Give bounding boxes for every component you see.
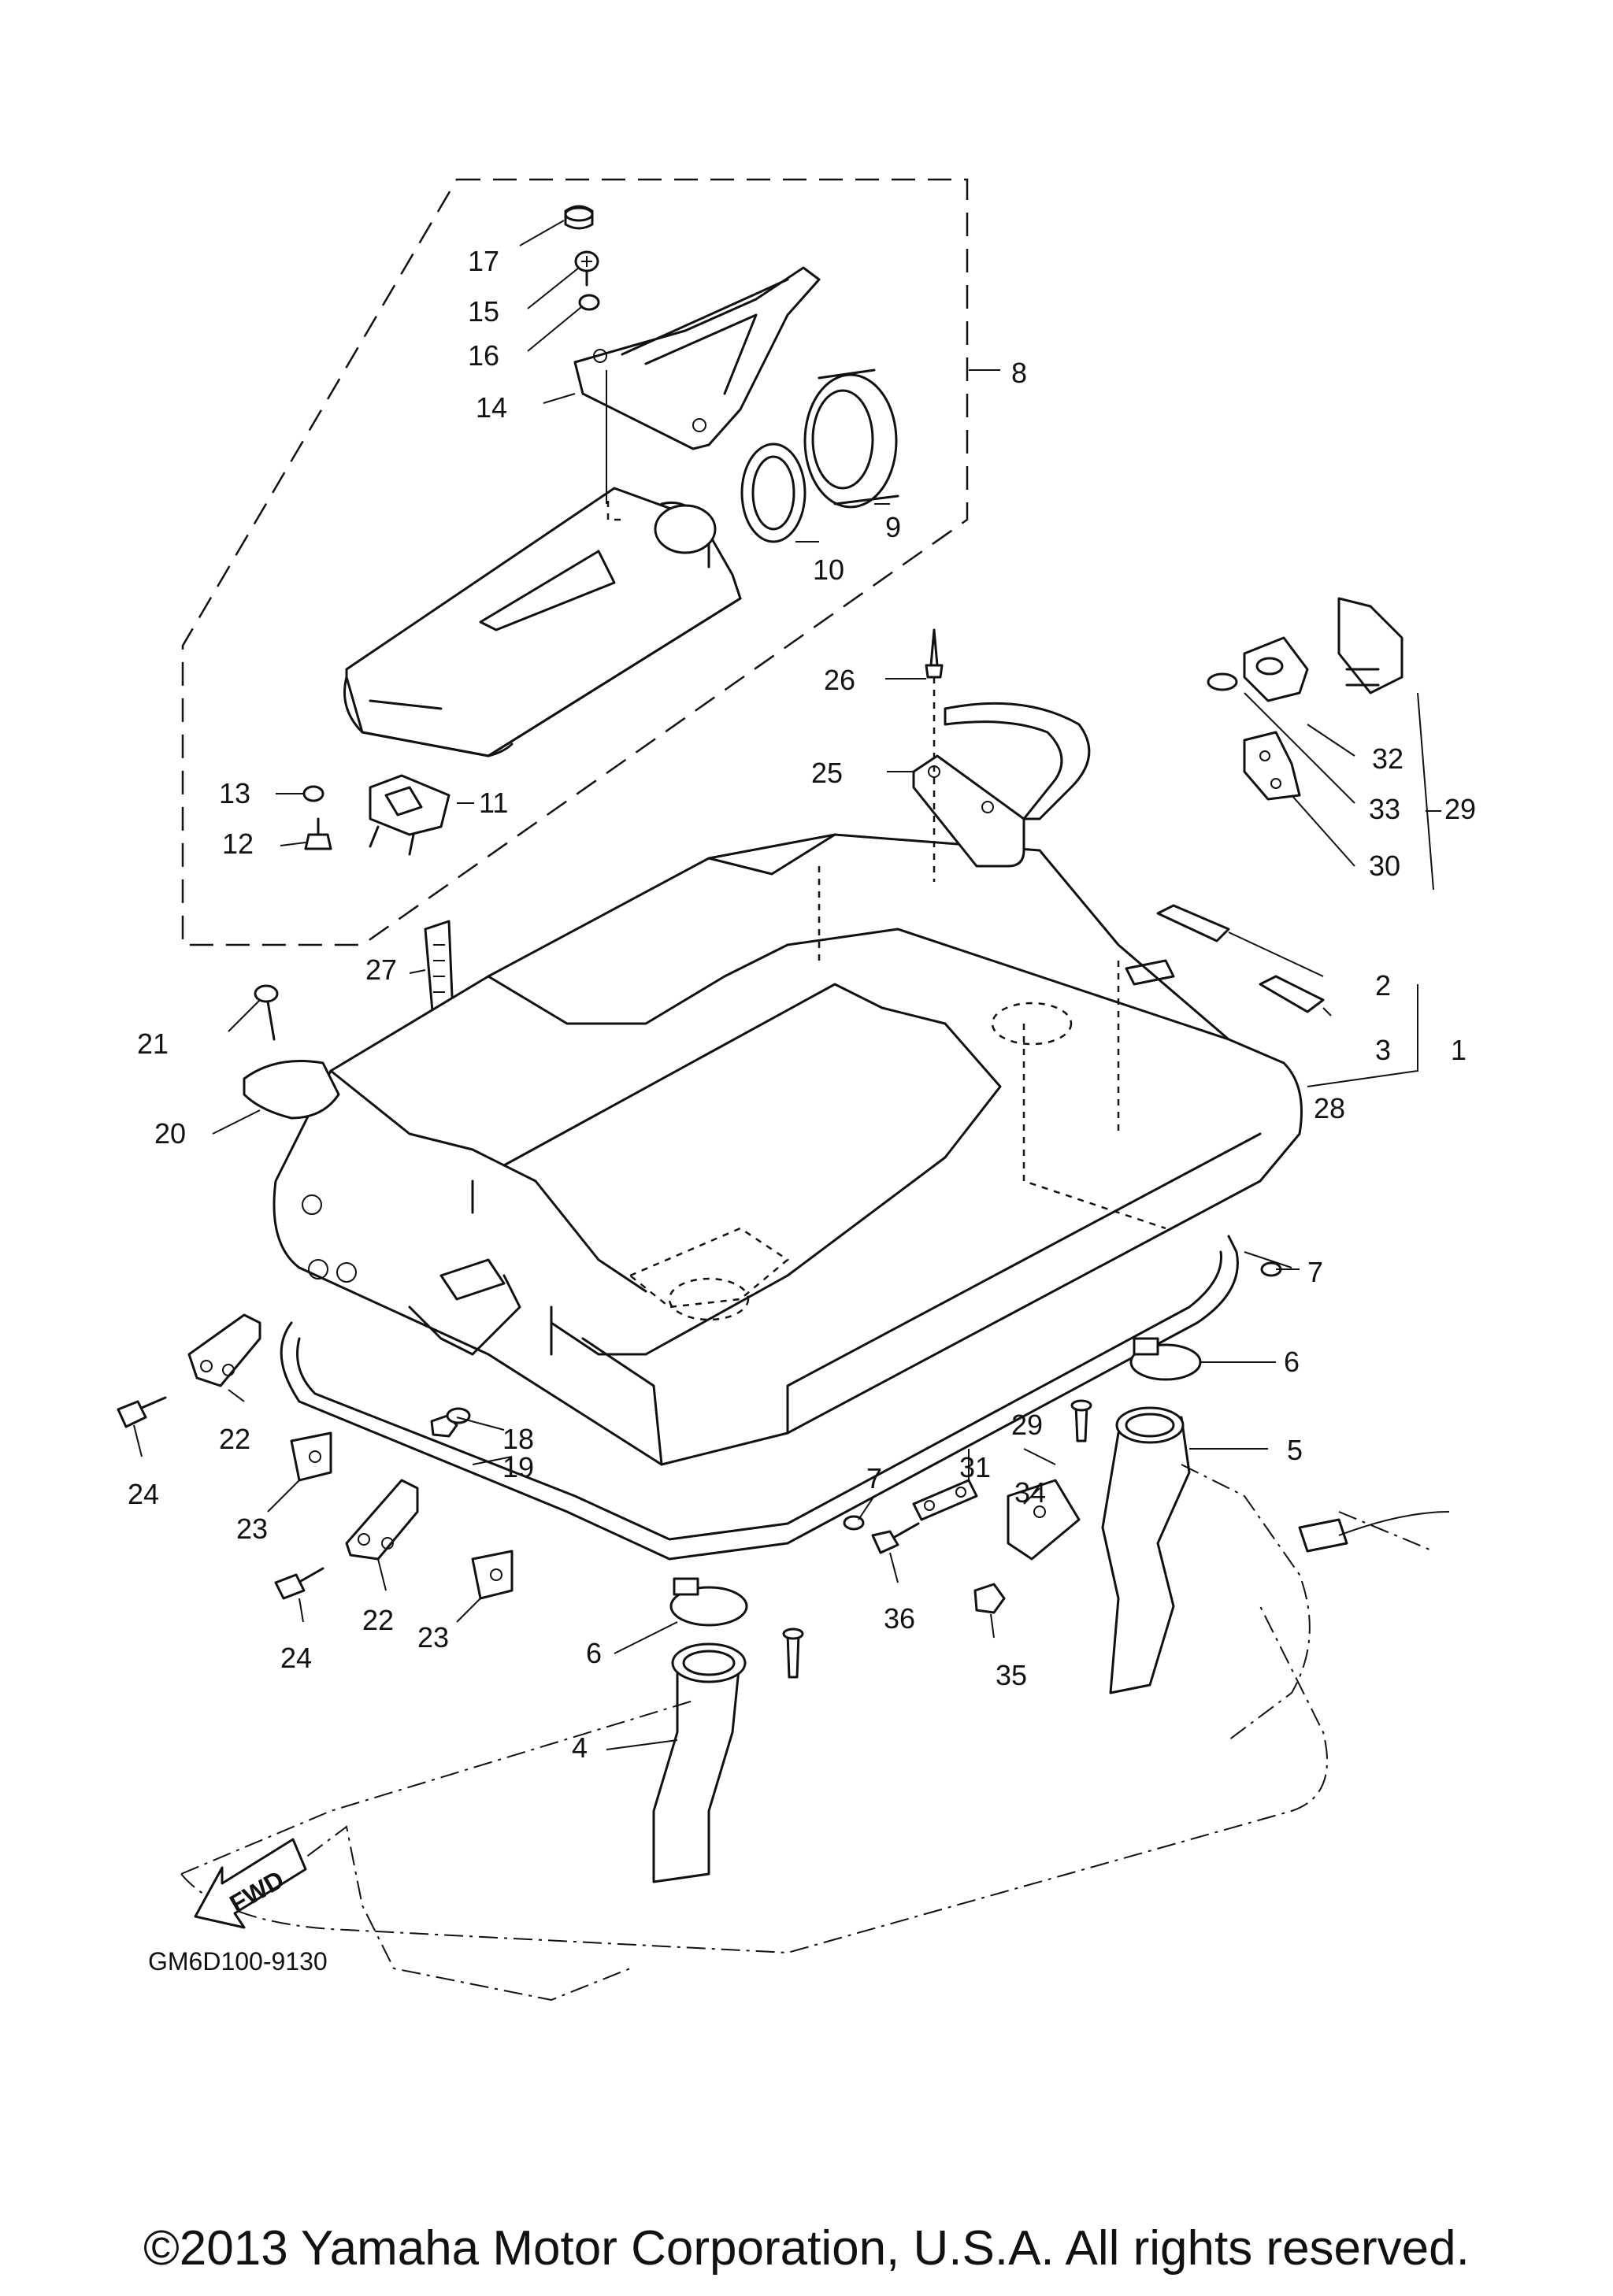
diagram-code: GM6D100-9130 [148,1947,328,1976]
rivet-lower-center [782,1628,804,1679]
strap-27 [424,920,454,1022]
plate-30 [1243,731,1301,801]
bracket-32 [1243,636,1309,702]
rivet-26 [925,628,944,882]
callout-1: 1 [1451,1034,1467,1066]
slot-on-cover [1125,959,1175,986]
callout-12: 12 [222,828,254,860]
callout-26: 26 [824,664,855,696]
callout-27: 27 [365,954,397,986]
bolt-36 [871,1522,920,1554]
hose-4 [652,1642,747,1883]
hinge-22-lower [345,1479,419,1561]
leader-lines [133,220,1441,1750]
callout-8: 8 [1011,357,1027,389]
washer-13 [302,785,324,802]
screw-15 [574,250,599,287]
rivet-lower-right [1070,1399,1092,1442]
knob-20 [243,1060,340,1120]
callout-23-upper: 23 [236,1513,268,1545]
callout-19: 19 [502,1451,534,1483]
callout-35: 35 [996,1659,1027,1691]
bracket-11 [369,774,451,856]
callout-36: 36 [884,1602,915,1635]
screw-21 [254,984,279,1041]
fwd-arrow-icon: FWD [194,1838,307,1929]
cap-17 [564,205,594,230]
callout-5: 5 [1287,1434,1303,1466]
plate-34 [1007,1479,1081,1561]
plate-23-upper [290,1431,332,1482]
bracket-14 [573,266,821,504]
hinge-22-upper [187,1313,261,1387]
gasket-28 [280,1235,1239,1561]
washer-19 [446,1407,471,1424]
callout-30: 30 [1369,850,1400,882]
washer-7-center [843,1515,865,1531]
handle-25 [912,702,1091,868]
ring-9 [803,368,899,509]
callout-11: 11 [479,787,508,819]
callout-7-right: 7 [1307,1256,1323,1288]
callout-29-lower: 29 [1011,1409,1043,1441]
seat-cover-1 [273,833,1303,1466]
assembly-8-boundary [181,178,969,946]
bolt-12 [304,817,332,850]
callout-20: 20 [154,1117,186,1150]
nut-35 [973,1583,1006,1614]
callout-6-right: 6 [1284,1346,1300,1378]
callout-24-upper: 24 [128,1478,159,1510]
bolt-24-upper [117,1396,167,1428]
intake-box [343,487,742,757]
clamp-6-left [669,1577,748,1627]
plate-23-lower [471,1550,514,1600]
callout-13: 13 [219,777,250,809]
callout-labels: 17 15 16 14 8 9 10 26 25 32 33 29 30 13 … [128,245,1476,1764]
callout-21: 21 [137,1028,169,1060]
callout-18: 18 [502,1423,534,1455]
bracket-32-bolts [1337,597,1403,694]
callout-24-lower: 24 [280,1642,312,1674]
callout-17: 17 [468,245,499,277]
callout-23-lower: 23 [417,1621,449,1653]
callout-32: 32 [1372,742,1403,775]
hose-5 [1101,1406,1191,1694]
callout-10: 10 [813,554,844,586]
callout-6-left: 6 [586,1637,602,1669]
clamp-6-right [1129,1337,1202,1381]
callout-14: 14 [476,391,507,424]
callout-3: 3 [1375,1034,1391,1066]
pad-2 [1156,904,1230,942]
callout-28: 28 [1314,1092,1345,1124]
copyright-notice: ©2013 Yamaha Motor Corporation, U.S.A. A… [143,2221,1470,2276]
callout-9: 9 [885,511,901,543]
pad-3 [1259,975,1325,1013]
callout-29-upper: 29 [1444,793,1476,825]
washer-16 [578,294,600,311]
callout-22-upper: 22 [219,1423,250,1455]
callout-31: 31 [959,1451,991,1483]
ring-10 [740,443,806,543]
callout-15: 15 [468,295,499,328]
bolt-24-lower [274,1567,324,1600]
callout-16: 16 [468,339,499,372]
callout-4: 4 [572,1731,588,1764]
callout-7-center: 7 [866,1462,882,1494]
callout-2: 2 [1375,969,1391,1002]
callout-33: 33 [1369,793,1400,825]
hull-outline [180,1464,1450,2002]
callout-25: 25 [811,757,843,789]
washer-33 [1207,672,1238,691]
callout-34: 34 [1014,1476,1046,1509]
callout-22-lower: 22 [362,1604,394,1636]
gasket-31 [912,1479,978,1521]
